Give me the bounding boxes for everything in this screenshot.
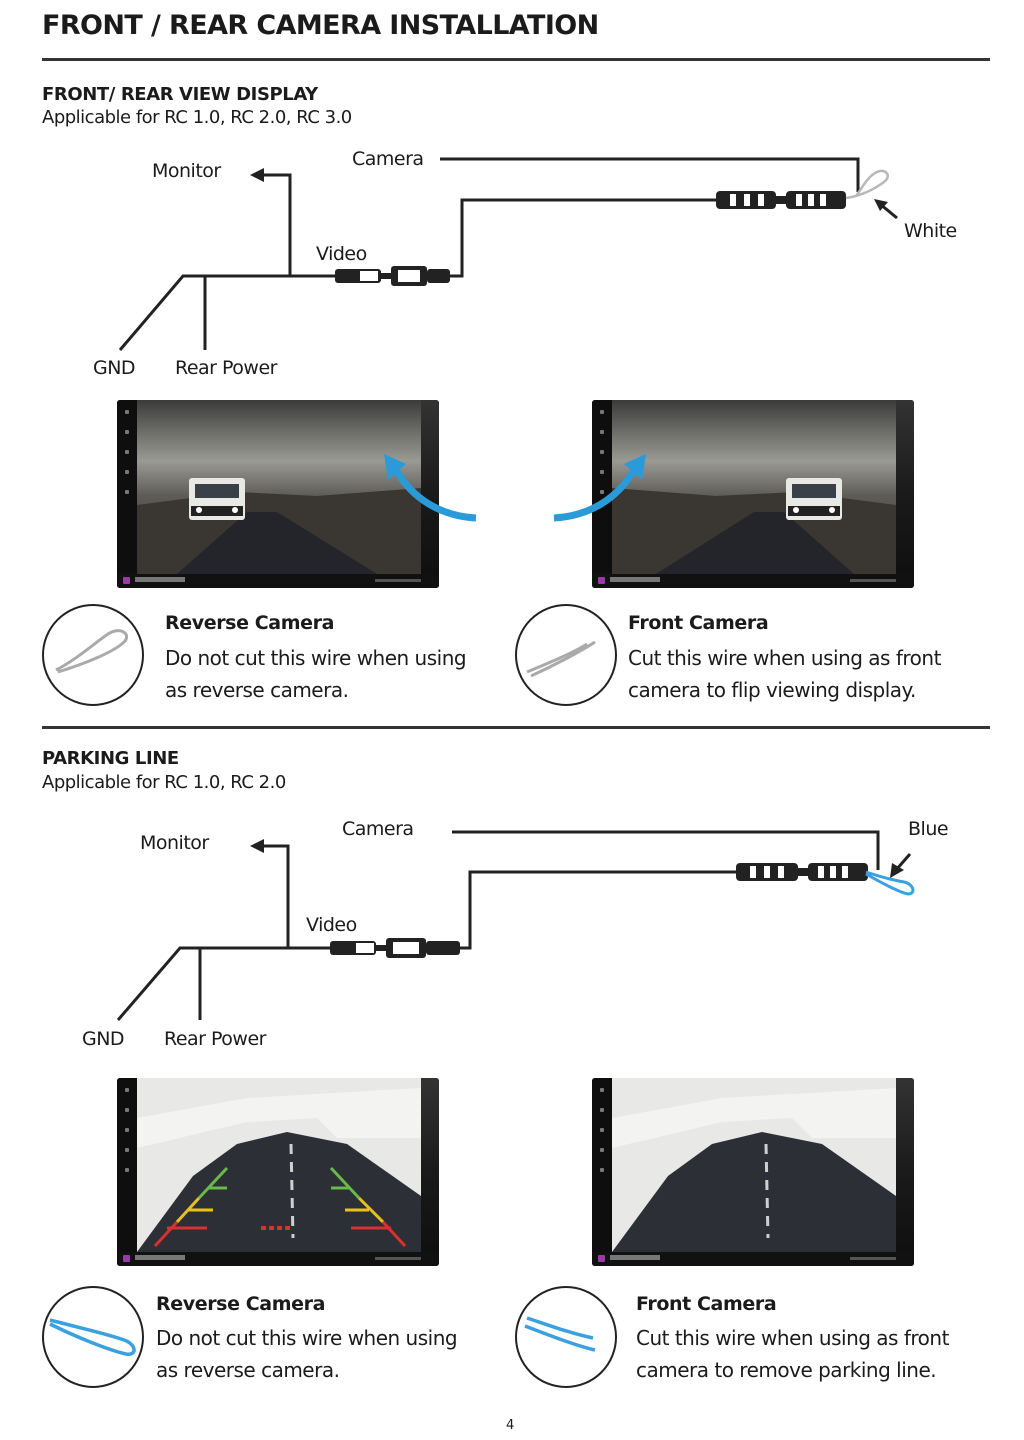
label-wire-color: White	[904, 220, 957, 242]
label-wire-color: Blue	[908, 818, 949, 840]
camera-wire	[452, 830, 880, 870]
monitor-arrow	[250, 168, 264, 182]
page-title: FRONT / REAR CAMERA INSTALLATION	[42, 10, 599, 41]
screen-reverse-parking	[117, 1078, 439, 1266]
label-video: Video	[316, 243, 367, 265]
wire-intact-circle	[42, 1286, 144, 1388]
section-divider	[42, 726, 990, 729]
caption-title-reverse: Reverse Camera	[156, 1293, 326, 1315]
page-number: 4	[506, 1418, 515, 1433]
harness-line	[118, 274, 335, 351]
label-rear-power: Rear Power	[164, 1028, 266, 1050]
label-video: Video	[306, 914, 357, 936]
caption-text-reverse: Do not cut this wire when using as rever…	[156, 1326, 458, 1382]
truck-icon	[189, 478, 245, 520]
wire-cut-circle	[515, 604, 617, 706]
label-gnd: GND	[82, 1028, 125, 1050]
title-divider	[42, 58, 990, 61]
section-applicable-display: Applicable for RC 1.0, RC 2.0, RC 3.0	[42, 107, 352, 128]
white-pointer-arrow	[874, 199, 888, 211]
section-applicable-parking: Applicable for RC 1.0, RC 2.0	[42, 772, 286, 793]
label-monitor: Monitor	[152, 160, 221, 182]
caption-title-front: Front Camera	[628, 612, 769, 634]
caption-text-reverse: Do not cut this wire when using as rever…	[165, 646, 467, 702]
white-wire-cut-icon	[530, 640, 596, 678]
section-heading-display: FRONT/ REAR VIEW DISPLAY	[42, 84, 318, 105]
parking-guidelines	[153, 1166, 407, 1248]
screen-front-view	[592, 400, 914, 588]
blue-pointer-arrow	[890, 863, 904, 878]
blue-wire-loop	[865, 870, 915, 896]
white-wire-intact-icon	[55, 629, 129, 674]
video-connector	[335, 266, 450, 286]
blue-wire-intact-icon	[49, 1318, 136, 1356]
white-wire-loop	[845, 169, 889, 200]
caption-title-reverse: Reverse Camera	[165, 612, 335, 634]
caption-text-front: Cut this wire when using as front camera…	[628, 646, 941, 702]
video-wire	[450, 198, 716, 278]
caption-text-front: Cut this wire when using as front camera…	[636, 1326, 949, 1382]
video-wire	[460, 870, 736, 950]
label-camera: Camera	[342, 818, 414, 840]
wire-cut-circle	[515, 1286, 617, 1388]
video-connector	[330, 938, 460, 958]
monitor-wire	[258, 173, 292, 276]
camera-connector	[736, 863, 868, 881]
truck-icon	[786, 478, 842, 520]
camera-wire	[440, 157, 860, 192]
label-camera: Camera	[352, 148, 424, 170]
wiring-diagram-parking	[116, 830, 915, 1021]
label-rear-power: Rear Power	[175, 357, 277, 379]
flip-arrows	[384, 454, 646, 522]
label-gnd: GND	[93, 357, 136, 379]
flip-arrow-left	[392, 468, 477, 522]
harness-line	[116, 946, 330, 1021]
screen-reverse-view	[117, 400, 439, 588]
flip-arrow-right	[553, 468, 638, 522]
caption-title-front: Front Camera	[636, 1293, 777, 1315]
monitor-wire	[258, 844, 290, 948]
screen-front-no-parking	[592, 1078, 914, 1266]
wiring-diagram-display	[118, 157, 898, 351]
monitor-arrow	[250, 839, 264, 853]
camera-connector	[716, 191, 846, 209]
wire-intact-circle	[42, 604, 144, 706]
label-monitor: Monitor	[140, 832, 209, 854]
section-heading-parking: PARKING LINE	[42, 748, 179, 769]
blue-wire-cut-icon	[524, 1324, 596, 1352]
